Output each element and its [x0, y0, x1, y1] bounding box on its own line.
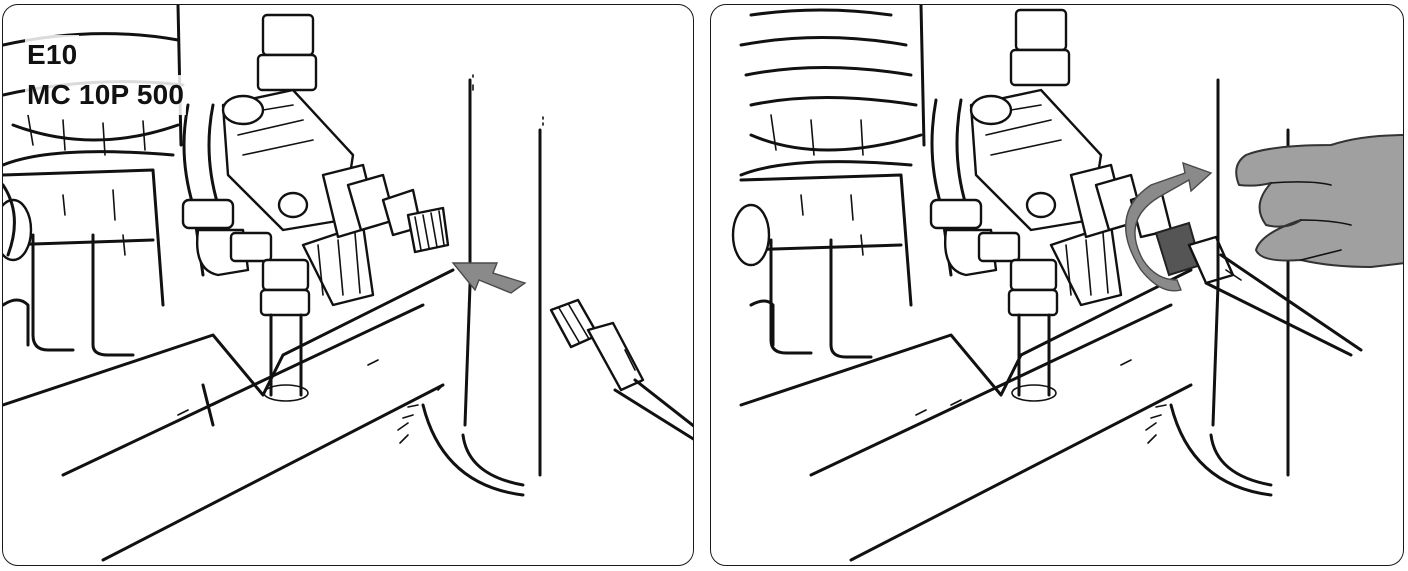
- push-arrow-icon: [453, 263, 525, 293]
- base-frame: [741, 270, 1191, 560]
- delivery-hose-left: [551, 300, 694, 445]
- model-name: MC 10P 500: [25, 75, 186, 115]
- step-panel-tighten: [710, 4, 1404, 566]
- motor-body: [3, 170, 163, 355]
- base-frame: [3, 270, 453, 560]
- pump-illustration-right: [711, 5, 1404, 566]
- model-code: E10: [25, 35, 79, 75]
- hand-icon: [1236, 135, 1404, 267]
- model-label-group: E10 MC 10P 500: [25, 35, 186, 115]
- step-panel-connect: E10 MC 10P 500: [2, 4, 694, 566]
- tank-drawing: [741, 5, 924, 175]
- motor-body: [733, 175, 911, 357]
